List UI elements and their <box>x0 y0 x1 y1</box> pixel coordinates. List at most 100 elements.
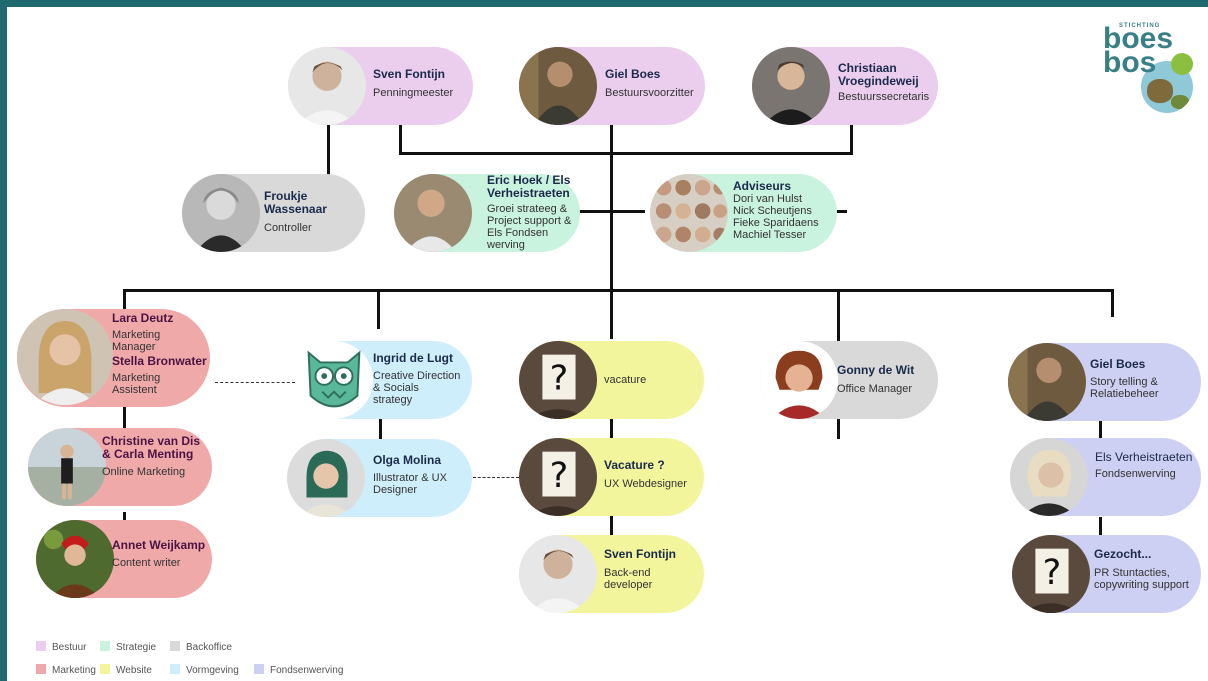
connector <box>610 419 613 441</box>
legend-item: Marketing <box>36 664 96 676</box>
name: Annet Weijkamp <box>112 538 206 552</box>
label-froukje: Froukje Wassenaar Controller <box>264 189 344 235</box>
member: Dori van Hulst <box>733 193 803 205</box>
avatar-els <box>1010 438 1088 516</box>
role: Story telling & Relatiebeheer <box>1090 376 1159 400</box>
name: Olga Molina <box>373 453 442 467</box>
logo-text-top: STICHTING <box>1119 23 1161 29</box>
name: Froukje Wassenaar <box>264 189 327 216</box>
svg-text:?: ? <box>1043 552 1062 593</box>
label-lara-deutz: Lara Deutz Marketing Manager Stella Bron… <box>112 311 208 397</box>
connector <box>123 407 126 429</box>
connector <box>123 289 126 317</box>
connector <box>399 152 853 155</box>
name: Christine van Dis & Carla Menting <box>102 434 201 461</box>
name: Vacature ? <box>604 458 665 472</box>
role: vacature <box>604 374 647 386</box>
role: Controller <box>264 222 312 234</box>
member: Machiel Tesser <box>733 229 807 241</box>
owl-logo-icon <box>295 341 373 419</box>
name: Giel Boes <box>1090 357 1146 371</box>
role: UX Webdesigner <box>604 478 687 490</box>
name: Lara Deutz <box>112 311 174 325</box>
avatar-lara-deutz <box>17 309 113 405</box>
role: Penningmeester <box>373 87 454 99</box>
label-christiaan: Christiaan Vroegindeweij Bestuurssecreta… <box>838 61 936 104</box>
logo-text-line2: bos <box>1103 46 1157 79</box>
legend-label: Fondsenwerving <box>270 665 344 676</box>
name: Sven Fontijn <box>604 547 676 561</box>
name: Giel Boes <box>605 67 661 81</box>
role: Creative Direction & Socials strategy <box>373 370 461 406</box>
connector <box>610 512 613 536</box>
role: Fondsenwerving <box>1095 468 1176 480</box>
connector <box>837 210 847 213</box>
connector <box>123 289 1114 292</box>
legend-item: Website <box>100 664 152 676</box>
name: Christiaan Vroegindeweij <box>838 61 919 88</box>
avatar-olga <box>287 439 365 517</box>
label-adviseurs: Adviseurs Dori van Hulst Nick Scheutjens… <box>733 179 833 242</box>
name: Ingrid de Lugt <box>373 351 453 365</box>
connector <box>850 125 853 155</box>
name: Stella Bronwater <box>112 354 207 368</box>
avatar-vacature-ux: ? <box>519 438 597 516</box>
legend-swatch <box>100 664 110 674</box>
legend-item: Backoffice <box>170 641 232 653</box>
svg-text:?: ? <box>550 455 569 496</box>
legend-label: Bestuur <box>52 642 87 653</box>
label-gezocht: Gezocht... PR Stuntacties, copywriting s… <box>1094 547 1200 592</box>
role: Groei strateeg & Project support & Els F… <box>487 203 572 251</box>
svg-text:?: ? <box>550 358 569 399</box>
dashed-connector <box>215 382 295 383</box>
legend-item: Vormgeving <box>170 664 239 676</box>
name: Gonny de Wit <box>837 363 915 377</box>
label-gonny: Gonny de Wit Office Manager <box>837 363 933 396</box>
role: Illustrator & UX Designer <box>373 472 447 496</box>
legend-label: Strategie <box>116 642 157 653</box>
name: Sven Fontijn <box>373 67 445 81</box>
role: Online Marketing <box>102 466 186 478</box>
avatar-vacature: ? <box>519 341 597 419</box>
legend-item: Bestuur <box>36 641 86 653</box>
legend-swatch <box>170 664 180 674</box>
legend-swatch <box>170 641 180 651</box>
label-eric-hoek: Eric Hoek / Els Verheistraeten Groei str… <box>487 173 577 252</box>
role: Marketing Assistent <box>112 372 161 396</box>
role: Content writer <box>112 557 181 569</box>
connector <box>377 289 380 329</box>
avatar-adviseurs <box>650 174 728 252</box>
avatar-gezocht: ? <box>1012 535 1090 613</box>
connector <box>579 210 645 213</box>
name: Eric Hoek / Els Verheistraeten <box>487 173 571 200</box>
legend-label: Marketing <box>52 665 96 676</box>
member: Nick Scheutjens <box>733 205 812 217</box>
connector <box>1099 419 1102 439</box>
label-sven-fontijn-2: Sven Fontijn Back-end developer <box>604 547 684 592</box>
label-olga: Olga Molina Illustrator & UX Designer <box>373 453 465 497</box>
connector <box>1099 517 1102 535</box>
avatar-giel-boes-2 <box>1008 343 1086 421</box>
label-els: Els Verheistraeten Fondsenwerving <box>1095 451 1199 481</box>
connector <box>399 125 402 155</box>
role: PR Stuntacties, copywriting support <box>1094 567 1189 591</box>
name: Gezocht... <box>1094 547 1152 561</box>
avatar-giel-boes <box>519 47 597 125</box>
avatar-christiaan <box>752 47 830 125</box>
connector <box>837 289 840 349</box>
name: Adviseurs <box>733 179 792 193</box>
legend-item: Strategie <box>100 641 156 653</box>
label-ingrid: Ingrid de Lugt Creative Direction & Soci… <box>373 351 469 407</box>
avatar-sven-fontijn-2 <box>519 535 597 613</box>
legend-swatch <box>36 664 46 674</box>
logo-tree-icon <box>1171 53 1193 75</box>
avatar-annet <box>36 520 114 598</box>
org-chart: Sven Fontijn Penningmeester Giel Boes Be… <box>7 7 1208 681</box>
connector <box>610 125 613 339</box>
connector <box>379 419 382 441</box>
label-vacature-ux: Vacature ? UX Webdesigner <box>604 458 700 491</box>
member: Fieke Sparidaens <box>733 217 819 229</box>
role: Back-end developer <box>604 567 653 591</box>
role: Marketing Manager <box>112 329 161 353</box>
legend-swatch <box>100 641 110 651</box>
